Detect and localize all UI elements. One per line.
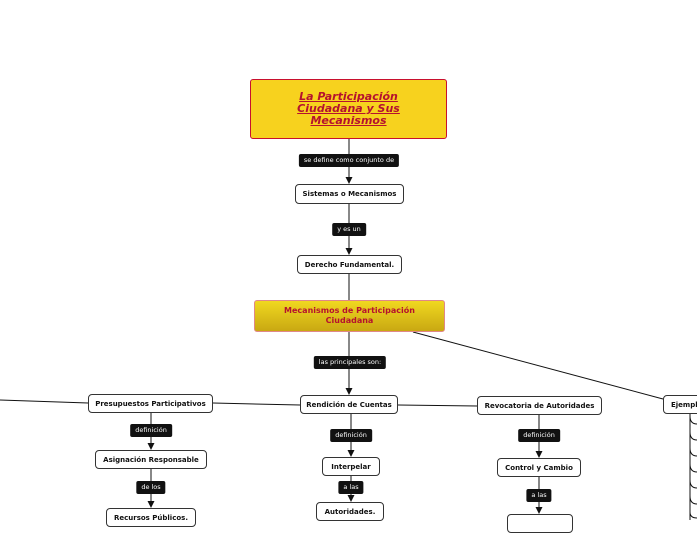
node-recursos[interactable]: Recursos Públicos.: [106, 508, 196, 527]
root-node-title[interactable]: La Participación Ciudadana y Sus Mecanis…: [250, 79, 447, 139]
node-autoridades[interactable]: Autoridades.: [316, 502, 384, 521]
node-derecho[interactable]: Derecho Fundamental.: [297, 255, 402, 274]
edge-label-definicion-revocatoria: definición: [518, 429, 560, 442]
edge-left-offscreen: [0, 399, 89, 404]
node-interpelar[interactable]: Interpelar: [322, 457, 380, 476]
node-revocatoria[interactable]: Revocatoria de Autoridades: [477, 396, 602, 415]
edge-label-esun: y es un: [332, 223, 366, 236]
node-control[interactable]: Control y Cambio: [497, 458, 581, 477]
edge-label-principales: las principales son:: [313, 356, 387, 369]
edge-label-definicion-rendicion: definición: [330, 429, 372, 442]
edge-label-alas-rendicion: a las: [338, 481, 364, 494]
edge-presupuestos-rendicion: [212, 402, 301, 406]
edge-label-delos: de los: [136, 481, 166, 494]
node-ejemplos[interactable]: Ejempl: [663, 395, 697, 414]
node-sistemas[interactable]: Sistemas o Mecanismos: [295, 184, 404, 204]
edge-label-definicion-presupuestos: definición: [130, 424, 172, 437]
node-control-child[interactable]: [507, 514, 573, 533]
edge-mecanismos-ejemplos: [412, 331, 664, 400]
node-mecanismos[interactable]: Mecanismos de Participación Ciudadana: [254, 300, 445, 332]
edge-rendicion-revocatoria: [397, 404, 478, 407]
edge-label-define: se define como conjunto de: [298, 154, 400, 167]
node-rendicion[interactable]: Rendición de Cuentas: [300, 395, 398, 414]
node-asignacion[interactable]: Asignación Responsable: [95, 450, 207, 469]
node-presupuestos[interactable]: Presupuestos Participativos: [88, 394, 213, 413]
ejemplos-bracket: [689, 414, 697, 520]
edge-label-alas-revocatoria: a las: [526, 489, 552, 502]
